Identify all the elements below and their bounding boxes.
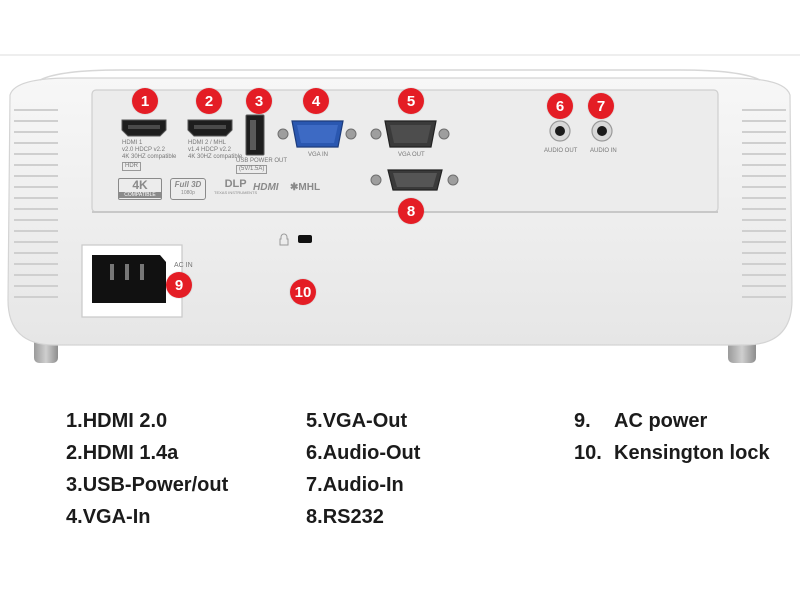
legend-item-5: 5.VGA-Out (306, 410, 408, 432)
hdmi2-label: HDMI 2 / MHL v1.4 HDCP v2.2 4K 30HZ comp… (188, 140, 243, 160)
legend-item-6: 6.Audio-Out (306, 442, 421, 464)
marker-9: 9 (166, 272, 192, 298)
marker-3: 3 (246, 88, 272, 114)
rs232-port (370, 169, 459, 191)
ac-in-label: AC IN (174, 262, 193, 269)
legend-item-3: 3.USB-Power/out (66, 474, 229, 496)
marker-5: 5 (398, 88, 424, 114)
marker-8: 8 (398, 198, 424, 224)
projector-rear-view: HDMI 1 v2.0 HDCP v2.2 4K 30HZ compatible… (0, 54, 800, 363)
legend-item-10: 10.Kensington lock (574, 442, 770, 464)
vga-out-label: VGA OUT (398, 152, 425, 158)
mhl-logo: ✱MHL (290, 182, 321, 193)
full3d-logo: Full 3D 1080p (170, 178, 206, 200)
legend-item-9: 9.AC power (574, 410, 708, 432)
hdmi2-port (187, 119, 233, 137)
marker-7: 7 (588, 93, 614, 119)
vga-in-label: VGA IN (308, 152, 329, 158)
marker-1: 1 (132, 88, 158, 114)
audio-in-jack (591, 120, 613, 142)
projector-body (0, 54, 800, 363)
left-vent (14, 109, 58, 298)
vga-in-port (277, 120, 357, 148)
vga-out-port (370, 120, 450, 148)
audio-out-jack (549, 120, 571, 142)
legend-item-4: 4.VGA-In (66, 506, 151, 528)
hdmi1-label: HDMI 1 v2.0 HDCP v2.2 4K 30HZ compatible… (122, 140, 177, 171)
marker-6: 6 (547, 93, 573, 119)
usb-port (245, 114, 265, 156)
usb-label: USB POWER OUT (5V/1.5A) (236, 158, 288, 174)
dlp-logo: DLP TEXAS INSTRUMENTS (214, 178, 258, 195)
right-vent (742, 109, 786, 298)
legend-item-8: 8.RS232 (306, 506, 384, 528)
legend-item-7: 7.Audio-In (306, 474, 404, 496)
4k-logo: 4K COMPATIBLE (118, 178, 162, 200)
kensington-slot (279, 233, 312, 246)
marker-2: 2 (196, 88, 222, 114)
audio-in-label: AUDIO IN (590, 148, 617, 154)
hdmi-logo: HDMI (253, 182, 279, 193)
legend-item-2: 2.HDMI 1.4a (66, 442, 179, 464)
ac-inlet (81, 244, 183, 318)
hdmi1-port (121, 119, 167, 137)
marker-10: 10 (290, 279, 316, 305)
mhl-star-icon: ✱ (290, 182, 299, 193)
audio-out-label: AUDIO OUT (544, 148, 578, 154)
legend-item-1: 1.HDMI 2.0 (66, 410, 168, 432)
marker-4: 4 (303, 88, 329, 114)
